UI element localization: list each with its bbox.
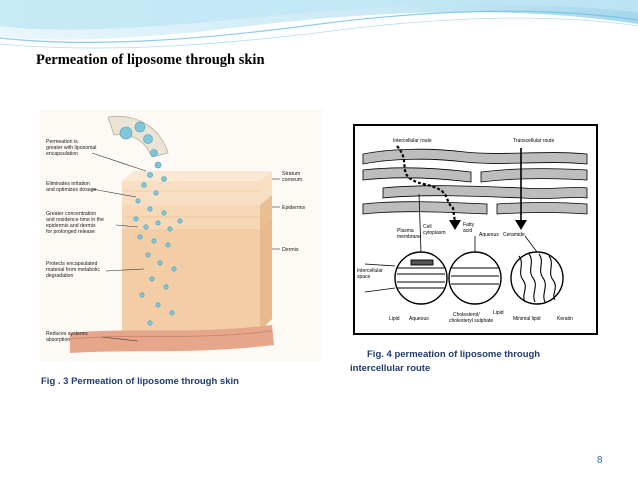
label-epidermis: Epidermis <box>282 205 305 211</box>
label-intercellular-space-2: space <box>357 274 371 280</box>
label-lipid-2: Lipid <box>493 310 504 316</box>
label-aqueous: Aqueous <box>479 232 499 238</box>
figure-intercellular-route: Intercellular route Transcellular route … <box>353 124 598 335</box>
label-permeation-3: encapsulation <box>46 151 78 157</box>
page-number: 8 <box>597 455 603 466</box>
label-fatty-2: acid <box>463 228 472 234</box>
label-fatty-1: Fatty <box>463 222 475 228</box>
label-irritation-2: and optimizes dosage <box>46 187 97 193</box>
label-minimal-lipid: Minimal lipid <box>513 316 541 322</box>
label-cell-1: Cell <box>423 224 432 230</box>
label-cell-2: cytoplasm <box>423 230 446 236</box>
label-protects-3: degradation <box>46 273 74 279</box>
label-protects-1: Protects encapsulated <box>46 261 97 267</box>
figure-4-caption-line-2: intercellular route <box>350 363 431 374</box>
label-ceramide: Ceramide <box>503 232 525 238</box>
label-aqueous-2: Aqueous <box>409 316 429 322</box>
label-systemic-1: Reduces systemic <box>46 331 88 337</box>
label-systemic-2: absorption <box>46 337 70 343</box>
liposome-particles <box>119 121 183 326</box>
label-cholesterol-1: Cholesterol/ <box>453 312 480 318</box>
label-plasma-2: membrane <box>397 234 421 240</box>
header-swoosh-decoration <box>0 0 638 49</box>
label-cholesterol-2: cholesteryl sulphate <box>449 318 493 324</box>
label-protects-2: material from metabolic <box>46 267 100 273</box>
label-concentration-3: epidermis and dermis <box>46 223 96 229</box>
label-intercellular-route: Intercellular route <box>393 138 432 144</box>
label-concentration-4: for prolonged release <box>46 229 95 235</box>
label-permeation-2: greater with liposomal <box>46 145 96 151</box>
figure-liposome-skin: Permeation is greater with liposomal enc… <box>40 109 322 361</box>
label-lipid-1: Lipid <box>389 316 400 322</box>
label-transcellular-route: Transcellular route <box>513 138 554 144</box>
figure-4-caption-line-1: Fig. 4 permeation of liposome through <box>367 349 541 360</box>
label-permeation-1: Permeation is <box>46 139 78 145</box>
label-keratin: Keratin <box>557 316 573 322</box>
label-dermis: Dermis <box>282 247 299 253</box>
label-concentration-2: and residence time in the <box>46 217 104 223</box>
label-concentration-1: Greater concentration <box>46 211 96 217</box>
slide-title: Permeation of liposome through skin <box>36 52 265 68</box>
label-irritation-1: Eliminates irritation <box>46 181 90 187</box>
label-stratum-2: corneum <box>282 177 302 183</box>
label-plasma-1: Plasma <box>397 228 414 234</box>
figure-4-caption: Fig. 4 permeation of liposome through in… <box>350 348 590 376</box>
figure-3-caption: Fig . 3 Permeation of liposome through s… <box>41 376 239 387</box>
label-stratum-1: Stratum <box>282 171 300 177</box>
label-intercellular-space-1: Intercellular <box>357 268 383 274</box>
